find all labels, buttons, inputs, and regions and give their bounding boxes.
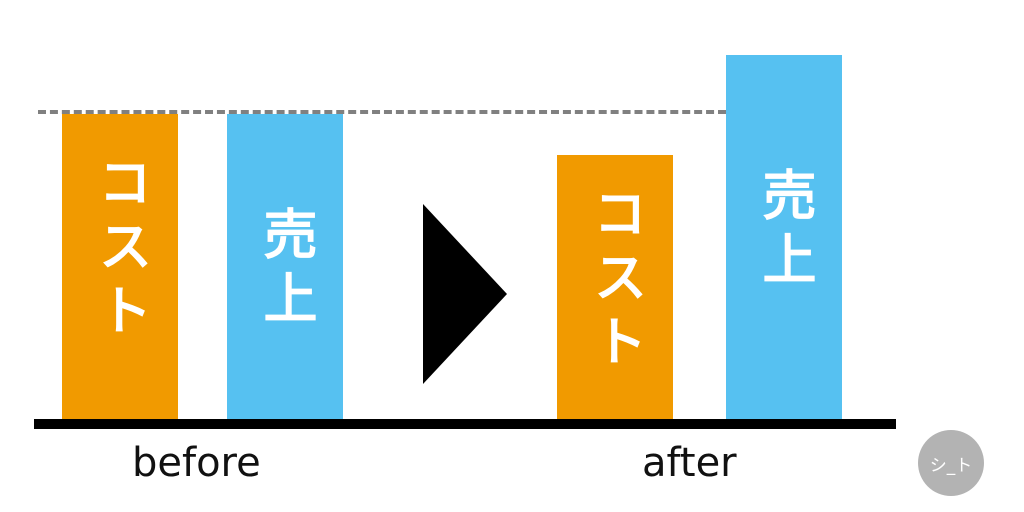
reference-dashed-line: [38, 110, 726, 114]
before-cost-label: コスト: [89, 154, 152, 346]
after-sales-label: 売上: [753, 167, 816, 295]
before-sales-bar: 売上: [227, 114, 343, 419]
author-badge-icon: シ_ト: [918, 430, 984, 496]
before-cost-bar: コスト: [62, 114, 178, 419]
after-cost-bar: コスト: [557, 155, 673, 419]
right-triangle-arrow-icon: [423, 204, 507, 384]
before-sales-label: 売上: [254, 206, 317, 334]
after-sales-bar: 売上: [726, 55, 842, 419]
baseline: [34, 419, 896, 429]
before-caption: before: [132, 440, 261, 486]
after-cost-label: コスト: [584, 185, 647, 377]
after-caption: after: [642, 440, 737, 486]
